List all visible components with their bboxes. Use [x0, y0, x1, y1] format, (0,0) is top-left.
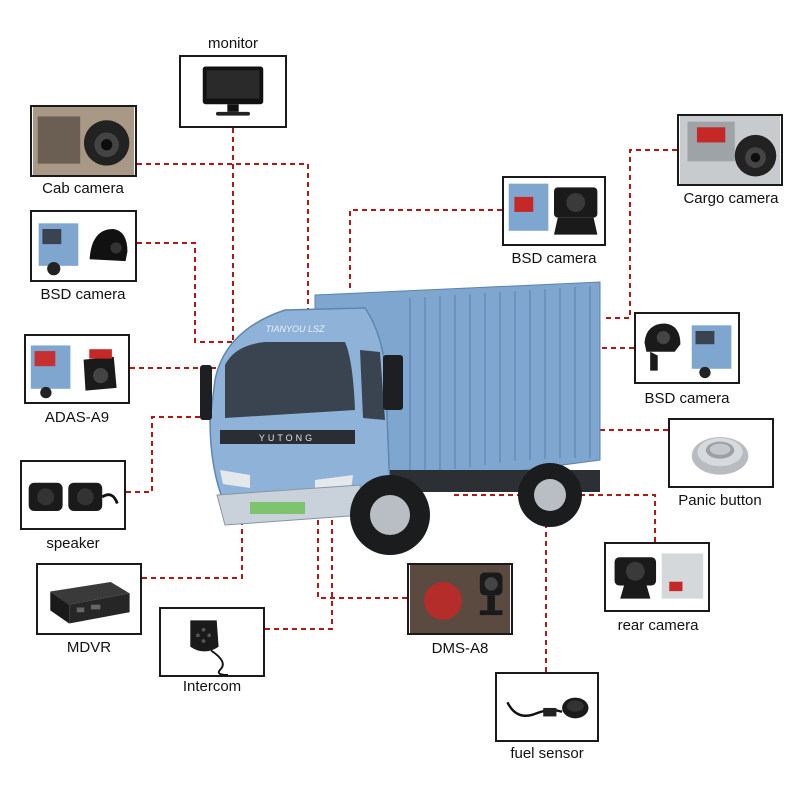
monitor-box	[179, 55, 287, 128]
cab-camera-box	[30, 105, 137, 177]
rear-camera-icon	[614, 553, 704, 599]
dome-camera-icon	[679, 116, 781, 184]
intercom-box	[159, 607, 265, 677]
intercom-label: Intercom	[182, 678, 242, 695]
truck-brand: YUTONG	[259, 433, 315, 443]
monitor-icon	[202, 66, 264, 116]
side-camera-icon	[644, 323, 732, 379]
wire-bsd-left	[137, 242, 240, 343]
cargo-camera-label: Cargo camera	[683, 190, 779, 207]
rear-camera-box	[604, 542, 710, 612]
mdvr-box	[36, 563, 142, 635]
adas-camera-icon	[30, 345, 117, 399]
fuel-sensor-icon	[506, 697, 589, 719]
rear-camera-label: rear camera	[617, 617, 699, 634]
dms-label: DMS-A8	[431, 640, 489, 657]
bsd-camera-right-box	[634, 312, 740, 384]
mdvr-label: MDVR	[66, 639, 112, 656]
panic-button-box	[668, 418, 774, 488]
panic-button-label: Panic button	[678, 492, 762, 509]
microphone-icon	[190, 620, 229, 675]
speaker-icon	[28, 482, 119, 512]
fuel-sensor-label: fuel sensor	[510, 745, 584, 762]
cab-text: TIANYOU LSZ	[265, 324, 325, 334]
mdvr-icon	[50, 582, 130, 624]
bsd-camera-left-label: BSD camera	[40, 286, 126, 303]
wire-cargo	[604, 149, 677, 319]
truck-illustration: YUTONG TIANYOU LSZ	[200, 281, 601, 555]
fuel-sensor-box	[495, 672, 599, 742]
dms-camera-icon	[409, 565, 511, 633]
dome-camera-icon	[32, 107, 135, 175]
wire-dms	[317, 410, 407, 599]
side-camera-icon	[38, 223, 128, 276]
speaker-label: speaker	[46, 535, 100, 552]
dms-box	[407, 563, 513, 635]
wire-intercom	[265, 420, 333, 630]
bsd-camera-top-box	[502, 176, 606, 246]
cab-camera-label: Cab camera	[42, 180, 124, 197]
adas-box	[24, 334, 130, 404]
cargo-camera-box	[677, 114, 783, 186]
bsd-camera-right-label: BSD camera	[644, 390, 730, 407]
wire-mdvr	[142, 520, 243, 579]
adas-label: ADAS-A9	[44, 409, 110, 426]
bullet-camera-icon	[508, 183, 598, 235]
speaker-box	[20, 460, 126, 530]
monitor-label: monitor	[207, 35, 259, 52]
bsd-camera-top-label: BSD camera	[511, 250, 597, 267]
wire-cab-camera	[137, 163, 309, 355]
panic-button-icon	[691, 436, 749, 475]
bsd-camera-left-box	[30, 210, 137, 282]
